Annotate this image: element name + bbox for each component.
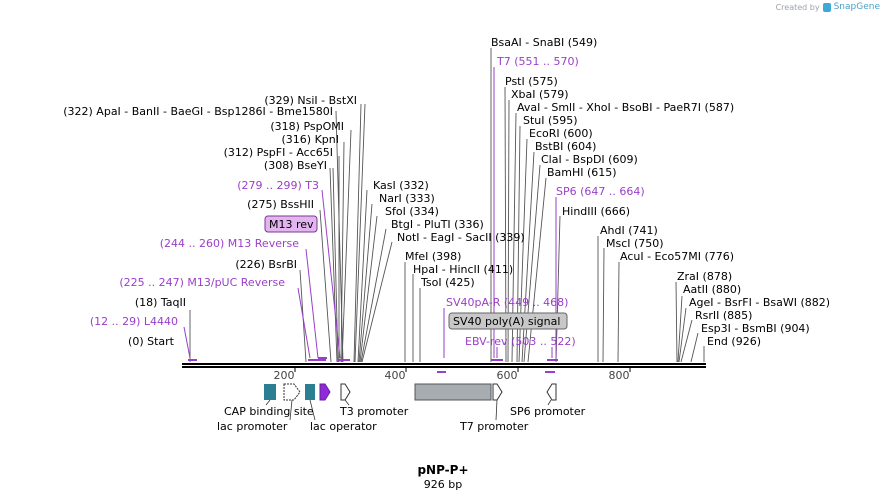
enzyme-label-bstbi: BstBI (604) xyxy=(535,140,596,153)
enzyme-label-ecori: EcoRI (600) xyxy=(529,127,593,140)
plasmid-name: pNP-P+ xyxy=(417,463,468,477)
enzymes-right-group: BsaAI - SnaBI (549) PstI (575) XbaI (579… xyxy=(491,36,830,348)
enzyme-label-hpai: HpaI - HincII (411) xyxy=(413,263,513,276)
t7-promoter-label: T7 promoter xyxy=(459,420,529,433)
enzyme-label-end: End (926) xyxy=(707,335,761,348)
enzyme-label-mfei: MfeI (398) xyxy=(405,250,461,263)
tick-label-800: 800 xyxy=(609,369,630,382)
enzyme-label-noti: NotI - EagI - SacII (339) xyxy=(397,231,525,244)
enzyme-label-tsoi: TsoI (425) xyxy=(420,276,475,289)
primer-label-sp6: SP6 (647 .. 664) xyxy=(556,185,645,198)
primer-label-l4440: (12 .. 29) L4440 xyxy=(90,315,178,328)
enzyme-label-bseyi: (308) BseYI xyxy=(264,159,327,172)
enzyme-label-bsshii: (275) BssHII xyxy=(247,198,314,211)
enzyme-label-bamhi: BamHI (615) xyxy=(547,166,617,179)
enzyme-label-nsii: (329) NsiI - BstXI xyxy=(264,94,357,107)
credit-brand: SnapGene xyxy=(833,2,880,12)
lac-operator-label: lac operator xyxy=(310,420,377,433)
primer-label-t3: (279 .. 299) T3 xyxy=(237,179,319,192)
enzyme-label-sfoi: SfoI (334) xyxy=(385,205,439,218)
cap-binding-site-label: CAP binding site xyxy=(224,405,314,418)
enzyme-label-clai: ClaI - BspDI (609) xyxy=(541,153,638,166)
callout-m13rev-label: M13 rev xyxy=(269,218,314,231)
snapgene-credit: Created by SnapGene xyxy=(776,2,880,12)
enzyme-label-pspomi: (318) PspOMI xyxy=(270,120,344,133)
enzyme-label-zrai: ZraI (878) xyxy=(677,270,732,283)
callout-m13rev: M13 rev xyxy=(264,215,318,233)
enzyme-label-kasi: KasI (332) xyxy=(373,179,429,192)
enzyme-label-btgi: BtgI - PluTI (336) xyxy=(391,218,484,231)
lac-promoter-arrow xyxy=(283,383,301,401)
sv40-polya-box xyxy=(414,383,492,401)
enzyme-label-avai: AvaI - SmlI - XhoI - BsoBI - PaeR7I (587… xyxy=(517,101,734,114)
callout-sv40: SV40 poly(A) signal xyxy=(448,312,568,330)
primer-marks xyxy=(188,357,558,373)
m13-rev-arrow xyxy=(319,383,331,401)
feature-connectors xyxy=(265,399,552,421)
snapgene-logo-icon xyxy=(822,2,831,12)
enzyme-label-ahdi: AhdI (741) xyxy=(600,224,658,237)
enzyme-label-agei: AgeI - BsrFI - BsaWI (882) xyxy=(689,296,830,309)
enzyme-label-aatii: AatII (880) xyxy=(683,283,741,296)
t3-promoter-label: T3 promoter xyxy=(339,405,409,418)
lac-operator-box xyxy=(305,384,315,400)
enzyme-label-esp3i: Esp3I - BsmBI (904) xyxy=(701,322,810,335)
tick-label-600: 600 xyxy=(497,369,518,382)
feature-glyphs xyxy=(264,383,557,401)
sp6-promoter-arrow xyxy=(546,383,557,401)
enzymes-mid-group: KasI (332) NarI (333) SfoI (334) BtgI - … xyxy=(373,179,525,289)
tick-label-400: 400 xyxy=(385,369,406,382)
t7-promoter-arrow xyxy=(492,383,503,401)
enzyme-label-pspfi: (312) PspFI - Acc65I xyxy=(224,146,333,159)
enzymes-left-group: (322) ApaI - BanII - BaeGI - Bsp1286I - … xyxy=(63,94,357,348)
cap-binding-site-box xyxy=(264,384,276,400)
primer-label-sv40pa-r: SV40pA-R (449 .. 468) xyxy=(446,296,568,309)
enzyme-label-taqii: (18) TaqII xyxy=(135,296,186,309)
primer-label-t7: T7 (551 .. 570) xyxy=(496,55,579,68)
enzyme-label-msci: MscI (750) xyxy=(606,237,664,250)
sp6-promoter-label: SP6 promoter xyxy=(510,405,586,418)
tick-label-200: 200 xyxy=(274,369,295,382)
enzyme-label-xbai: XbaI (579) xyxy=(511,88,569,101)
enzyme-label-hindiii: HindIII (666) xyxy=(562,205,630,218)
lac-promoter-label: lac promoter xyxy=(217,420,288,433)
enzyme-label-bsaai: BsaAI - SnaBI (549) xyxy=(491,36,597,49)
primer-labels: (279 .. 299) T3 (244 .. 260) M13 Reverse… xyxy=(90,55,645,348)
dna-backbone xyxy=(182,363,706,368)
primer-label-m13-reverse: (244 .. 260) M13 Reverse xyxy=(160,237,299,250)
enzyme-label-stui: StuI (595) xyxy=(523,114,578,127)
enzyme-label-nari: NarI (333) xyxy=(379,192,435,205)
enzyme-label-start: (0) Start xyxy=(128,335,175,348)
enzyme-label-bsrbi: (226) BsrBI xyxy=(235,258,297,271)
enzyme-label-acui: AcuI - Eco57MI (776) xyxy=(620,250,734,263)
plasmid-size: 926 bp xyxy=(424,478,462,491)
enzyme-label-apai: (322) ApaI - BanII - BaeGI - Bsp1286I - … xyxy=(63,105,333,118)
ruler xyxy=(294,368,631,372)
primer-label-ebv-rev: EBV-rev (503 .. 522) xyxy=(465,335,576,348)
callout-sv40-label: SV40 poly(A) signal xyxy=(453,315,560,328)
primer-leader-lines xyxy=(183,67,557,359)
enzyme-label-kpni: (316) KpnI xyxy=(282,133,340,146)
enzyme-label-rsrii: RsrII (885) xyxy=(695,309,752,322)
t3-promoter-arrow xyxy=(340,383,351,401)
primer-label-m13-puc-reverse: (225 .. 247) M13/pUC Reverse xyxy=(119,276,285,289)
credit-text: Created by xyxy=(775,2,820,12)
enzyme-label-psti: PstI (575) xyxy=(505,75,558,88)
